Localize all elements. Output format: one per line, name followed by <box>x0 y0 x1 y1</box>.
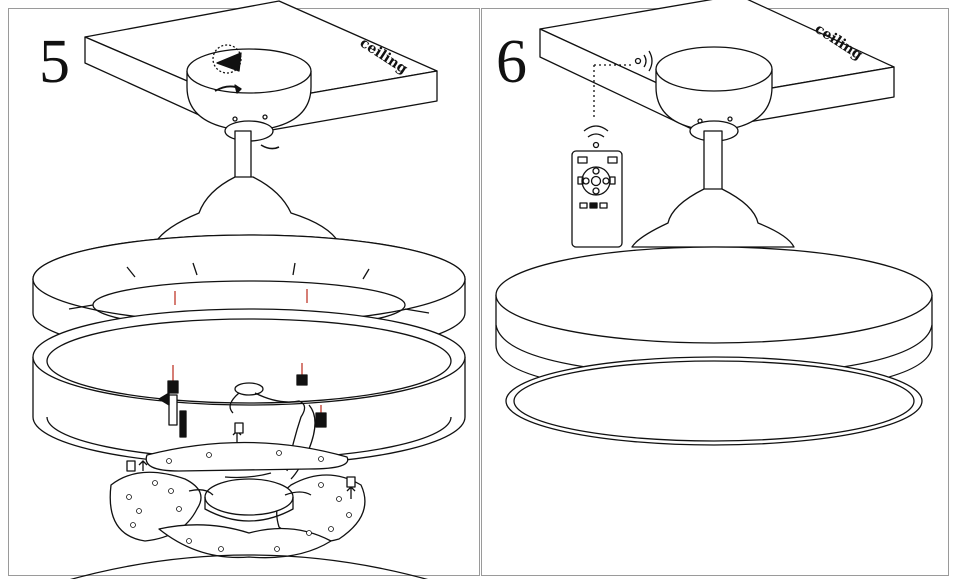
down-rod <box>703 130 723 192</box>
step-number: 6 <box>496 28 527 96</box>
step-6-panel: 6 ceiling <box>481 0 949 576</box>
fan-body <box>495 246 933 446</box>
canopy <box>655 46 773 142</box>
remote-control-icon <box>571 150 623 248</box>
step-6-illustration: ceiling <box>495 0 933 446</box>
canopy <box>186 44 312 142</box>
led-module <box>109 422 366 559</box>
step-number: 5 <box>39 28 70 96</box>
step-5-panel: 5 ceiling <box>8 0 480 579</box>
light-ring <box>32 308 466 466</box>
motor-housing <box>154 176 340 244</box>
wireless-signal-icon <box>583 50 653 149</box>
step-5-illustration: ceiling <box>32 0 466 579</box>
screw-icon <box>158 363 327 438</box>
bottom-cover <box>69 554 429 579</box>
motor-housing <box>631 188 795 248</box>
